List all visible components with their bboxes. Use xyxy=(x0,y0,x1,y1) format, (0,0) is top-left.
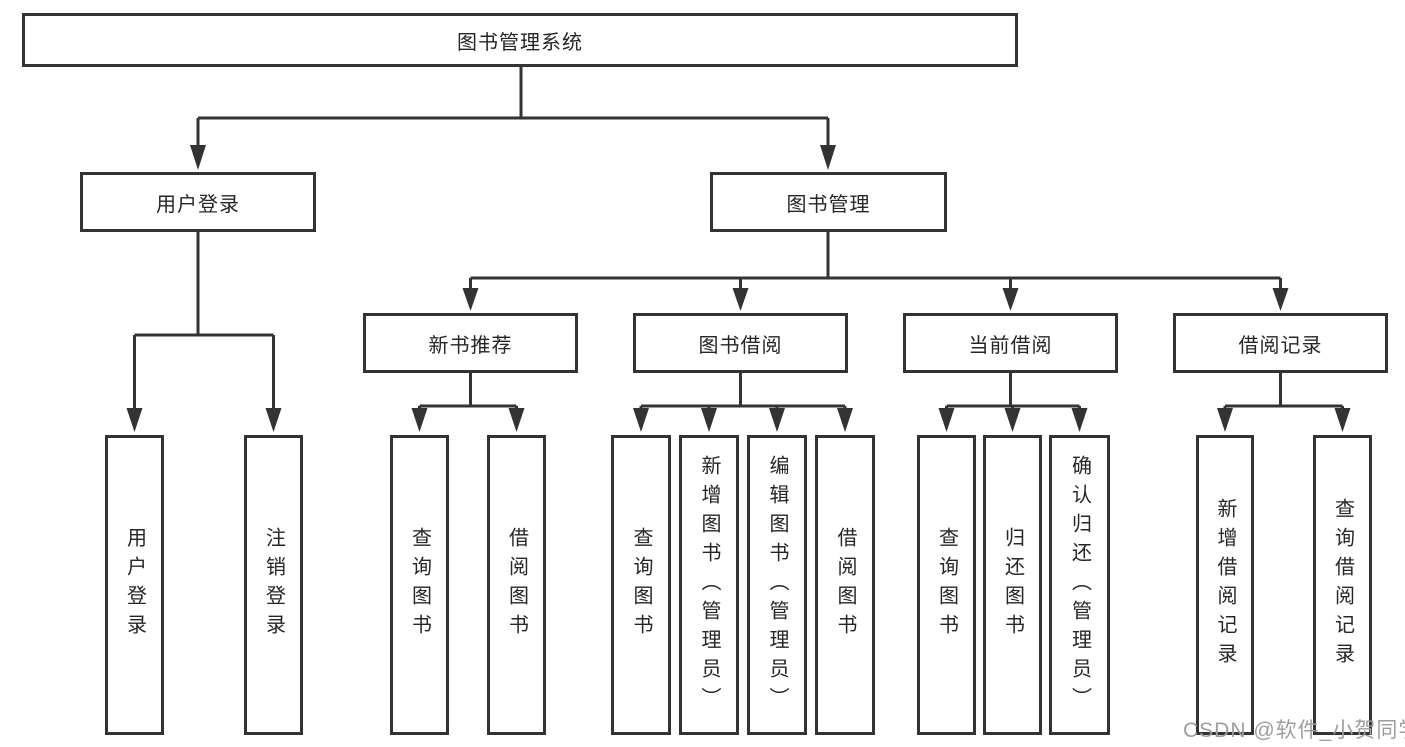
node-label: 用户登录 xyxy=(123,527,146,643)
arrowhead xyxy=(508,408,525,432)
arrowhead xyxy=(265,408,282,432)
node-label: 用户登录 xyxy=(156,193,240,216)
node-label: 当前借阅 xyxy=(968,334,1053,357)
node-leaf-user-login: 用户登录 xyxy=(105,435,164,735)
node-label: 图书管理 xyxy=(786,193,871,216)
arrowhead xyxy=(837,408,853,432)
arrowhead xyxy=(462,288,479,311)
node-label: 查询图书 xyxy=(935,527,958,643)
arrowhead xyxy=(1002,288,1019,311)
node-label: 借阅图书 xyxy=(505,527,528,643)
arrowhead xyxy=(1004,408,1021,432)
node-book-borrowing: 图书借阅 xyxy=(633,313,848,373)
node-label: 新书推荐 xyxy=(428,334,513,357)
node-book-management: 图书管理 xyxy=(710,172,947,232)
node-leaf-add-books-admin: 新增图书（管理员） xyxy=(679,435,739,735)
arrowhead xyxy=(1334,408,1351,432)
arrowhead xyxy=(126,408,143,432)
node-leaf-query-books-1: 查询图书 xyxy=(390,435,449,735)
node-leaf-logout: 注销登录 xyxy=(244,435,303,735)
watermark: CSDN @软件_小贺同学 xyxy=(1183,719,1405,742)
node-leaf-edit-books-admin: 编辑图书（管理员） xyxy=(747,435,807,735)
node-leaf-add-borrow-record: 新增借阅记录 xyxy=(1196,435,1254,735)
node-current-borrowing: 当前借阅 xyxy=(903,313,1118,373)
node-leaf-borrow-books-1: 借阅图书 xyxy=(487,435,546,735)
node-borrowing-records: 借阅记录 xyxy=(1173,313,1388,373)
node-root-library-management-system: 图书管理系统 xyxy=(22,13,1018,67)
connector-new-book-rec-to-leaves xyxy=(418,373,518,412)
connector-user-login-to-leaves xyxy=(133,232,275,412)
node-label: 注销登录 xyxy=(262,527,285,643)
node-new-book-recommendation: 新书推荐 xyxy=(363,313,578,373)
node-label: 确认归还（管理员） xyxy=(1068,454,1091,716)
arrowhead xyxy=(1071,408,1088,432)
node-label: 图书管理系统 xyxy=(457,31,583,54)
node-label: 查询借阅记录 xyxy=(1331,498,1354,672)
connector-root-to-level1 xyxy=(196,67,830,150)
arrowhead xyxy=(411,408,428,432)
arrowhead xyxy=(701,408,717,432)
node-label: 新增借阅记录 xyxy=(1214,498,1236,672)
connector-current-borrow-to-leaves xyxy=(945,373,1081,412)
node-leaf-confirm-return-admin: 确认归还（管理员） xyxy=(1049,435,1110,735)
connector-book-management-to-level2 xyxy=(469,232,1282,292)
node-label: 图书借阅 xyxy=(698,334,783,357)
node-label: 归还图书 xyxy=(1001,527,1024,643)
arrowhead xyxy=(633,408,649,432)
node-label: 新增图书（管理员） xyxy=(698,454,720,716)
arrowhead xyxy=(732,288,749,311)
arrowheads xyxy=(126,145,1351,432)
arrowhead xyxy=(1272,288,1289,311)
node-label: 查询图书 xyxy=(408,527,431,643)
node-leaf-query-borrow-record: 查询借阅记录 xyxy=(1313,435,1372,735)
arrowhead xyxy=(769,408,785,432)
node-user-login: 用户登录 xyxy=(80,172,316,232)
arrowhead xyxy=(820,145,836,170)
arrowhead xyxy=(938,408,955,432)
node-label: 查询图书 xyxy=(630,527,652,643)
node-leaf-query-books-3: 查询图书 xyxy=(917,435,976,735)
connector-borrow-records-to-leaves xyxy=(1223,373,1344,412)
node-label: 编辑图书（管理员） xyxy=(766,454,788,716)
connector-book-borrow-to-leaves xyxy=(639,373,847,412)
node-label: 借阅图书 xyxy=(834,527,856,643)
node-leaf-return-books: 归还图书 xyxy=(983,435,1042,735)
node-label: 借阅记录 xyxy=(1238,334,1323,357)
node-leaf-borrow-books-2: 借阅图书 xyxy=(815,435,875,735)
node-leaf-query-books-2: 查询图书 xyxy=(611,435,671,735)
arrowhead xyxy=(1217,408,1233,432)
arrowhead xyxy=(190,145,206,170)
